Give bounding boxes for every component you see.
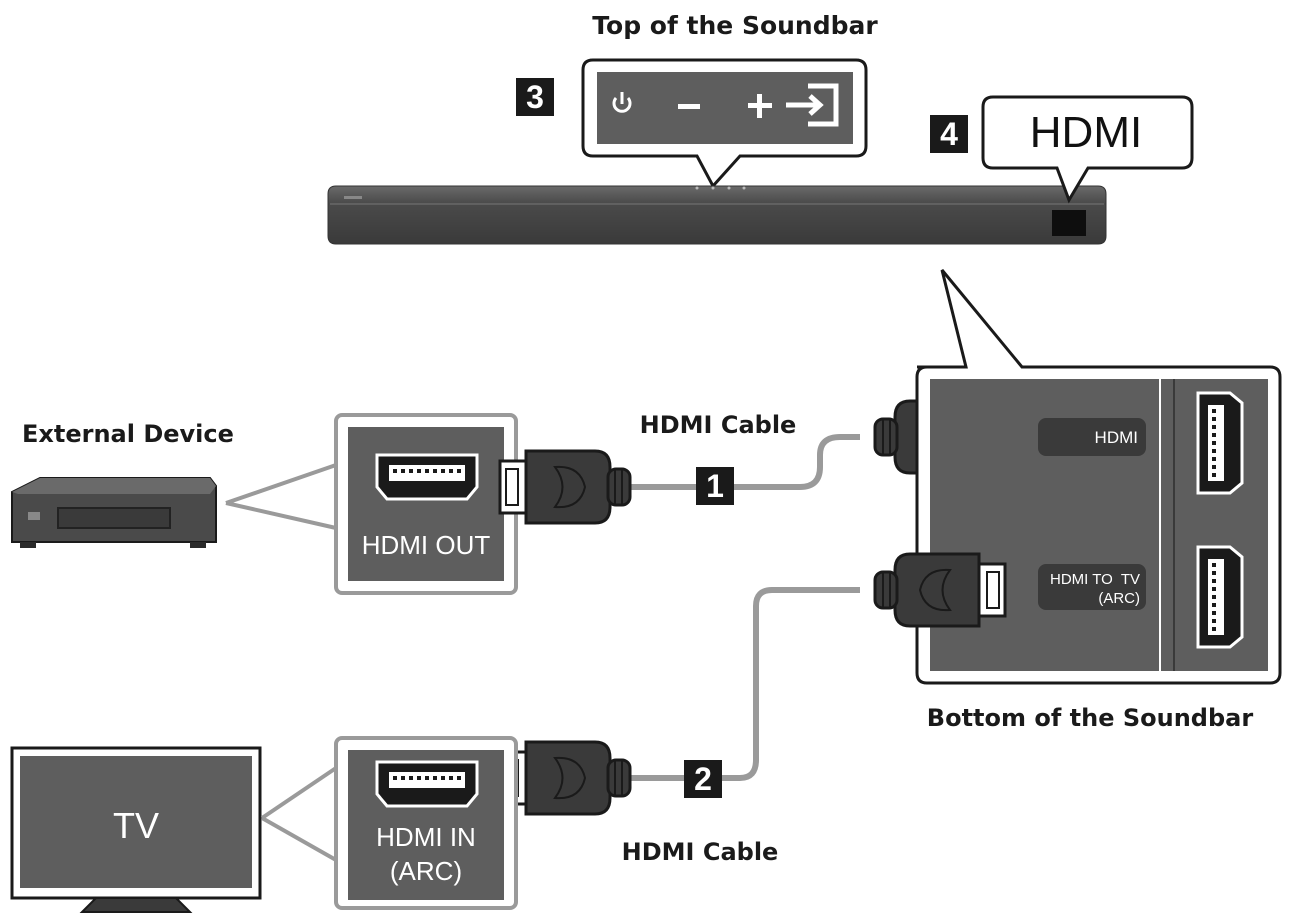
input-source-icon[interactable] [786,83,839,127]
hdmi-cable-2: 2 HDMI Cable [498,554,1005,866]
soundbar [327,185,1107,245]
plus-icon[interactable] [748,94,772,118]
external-device-label: External Device [22,420,234,448]
tv-callout-pointer [260,766,338,862]
bottom-panel: HDMI HDMI TO TV (ARC) [915,269,1282,685]
svg-text:2: 2 [694,761,712,797]
hdmi-in-socket [1196,391,1244,495]
svg-text:4: 4 [940,116,958,152]
step-4-badge: 4 [930,115,968,153]
hdmi-in-arc-panel: HDMI IN (ARC) [334,736,518,910]
power-icon[interactable] [612,92,632,113]
external-device-callout-pointer [225,463,337,530]
hdmi-cable-1: 1 HDMI Cable [498,401,1005,525]
hdmi-arc-socket [1196,545,1244,649]
minus-icon[interactable] [678,104,700,109]
tv: TV [10,746,262,913]
top-button-panel [581,58,868,189]
tv-label: TV [113,805,159,846]
svg-text:1: 1 [706,468,724,504]
svg-text:3: 3 [526,79,544,115]
svg-text:HDMI: HDMI [1030,108,1142,157]
hdmi-callout: HDMI [981,95,1194,204]
svg-text:HDMI TO TV: HDMI TO TV [1050,571,1140,588]
soundbar-top-buttons [695,186,746,190]
top-title: Top of the Soundbar [592,11,878,40]
svg-text:HDMI IN: HDMI IN [376,822,476,852]
hdmi-in-arc-socket [375,760,479,808]
soundbar-hdmi-port [1052,210,1086,236]
svg-text:HDMI OUT: HDMI OUT [362,530,491,560]
hdmi-out-panel: HDMI OUT [334,413,518,595]
hdmi-cable-1-label: HDMI Cable [640,411,797,439]
svg-text:(ARC): (ARC) [1098,590,1140,607]
svg-text:HDMI: HDMI [1095,428,1138,447]
hdmi-cable-2-label: HDMI Cable [622,838,779,866]
svg-text:(ARC): (ARC) [390,856,462,886]
step-3-badge: 3 [516,78,554,116]
external-device [11,477,217,548]
hdmi-out-socket [375,453,479,501]
bottom-panel-label: Bottom of the Soundbar [927,704,1254,732]
